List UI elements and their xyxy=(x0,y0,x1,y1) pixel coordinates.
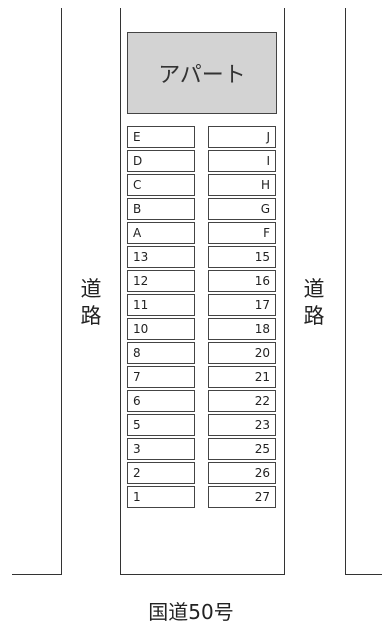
highway-edge-middle xyxy=(120,574,285,575)
right-road-outer-edge xyxy=(345,8,346,575)
parking-space: E xyxy=(127,126,195,148)
parking-space: 20 xyxy=(208,342,276,364)
parking-space: 25 xyxy=(208,438,276,460)
parking-space: I xyxy=(208,150,276,172)
parking-space: 22 xyxy=(208,390,276,412)
highway-edge-left xyxy=(12,574,62,575)
apartment-label: アパート xyxy=(158,63,246,88)
parking-space: 23 xyxy=(208,414,276,436)
right-road-char-2: 路 xyxy=(303,304,325,328)
parking-space: 16 xyxy=(208,270,276,292)
highway-edge-right xyxy=(345,574,382,575)
parking-space: 6 xyxy=(127,390,195,412)
left-road-outer-edge xyxy=(61,8,62,575)
parking-space: 7 xyxy=(127,366,195,388)
parking-space: 12 xyxy=(127,270,195,292)
parking-space: 26 xyxy=(208,462,276,484)
parking-space: H xyxy=(208,174,276,196)
parking-space: 2 xyxy=(127,462,195,484)
parking-space: 5 xyxy=(127,414,195,436)
left-road-label: 道 路 xyxy=(79,276,103,330)
right-road-label: 道 路 xyxy=(302,276,326,330)
parking-space: F xyxy=(208,222,276,244)
parking-space: 27 xyxy=(208,486,276,508)
parking-space: 18 xyxy=(208,318,276,340)
parking-space: A xyxy=(127,222,195,244)
parking-space: G xyxy=(208,198,276,220)
parking-space: D xyxy=(127,150,195,172)
parking-space: 13 xyxy=(127,246,195,268)
left-road-char-2: 路 xyxy=(80,304,102,328)
parking-space: 10 xyxy=(127,318,195,340)
parking-space: 1 xyxy=(127,486,195,508)
parking-space: 17 xyxy=(208,294,276,316)
parking-space: B xyxy=(127,198,195,220)
parking-space: 8 xyxy=(127,342,195,364)
left-road-char-1: 道 xyxy=(80,277,102,301)
parking-space: 21 xyxy=(208,366,276,388)
left-road-inner-edge xyxy=(120,8,121,575)
parking-space: J xyxy=(208,126,276,148)
parking-space: C xyxy=(127,174,195,196)
highway-label: 国道50号 xyxy=(148,600,234,624)
parking-space: 15 xyxy=(208,246,276,268)
parking-space: 3 xyxy=(127,438,195,460)
right-road-inner-edge xyxy=(284,8,285,575)
apartment-building: アパート xyxy=(127,32,277,114)
right-road-char-1: 道 xyxy=(303,277,325,301)
parking-space: 11 xyxy=(127,294,195,316)
